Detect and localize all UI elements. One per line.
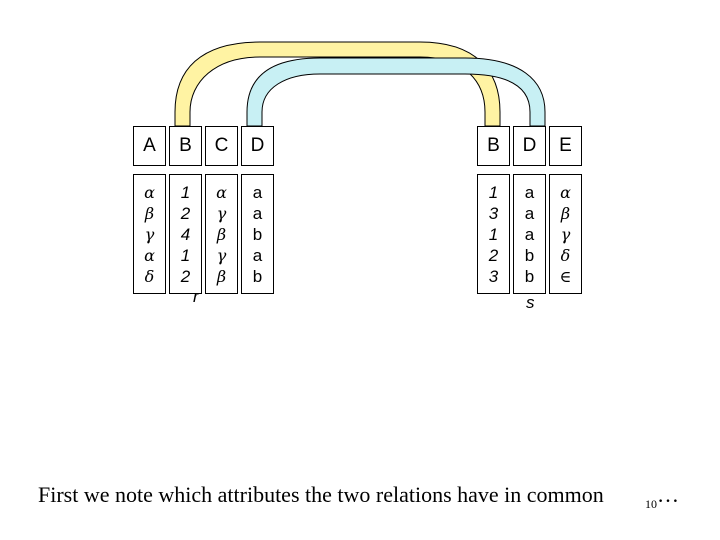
table-cell: a: [524, 182, 535, 202]
table-cell: 1: [180, 245, 191, 265]
relation-s-header-b: B: [477, 126, 510, 166]
caption-ellipsis: …: [657, 482, 679, 507]
table-cell: b: [524, 266, 535, 286]
table-cell: α: [560, 182, 571, 202]
slide-caption: First we note which attributes the two r…: [38, 482, 604, 507]
slide-number: 10: [645, 497, 657, 511]
relation-s-header-d: D: [513, 126, 546, 166]
table-cell: 2: [180, 266, 191, 286]
table-cell: 1: [180, 182, 191, 202]
table-cell: a: [252, 182, 263, 202]
table-cell: 3: [488, 203, 499, 223]
table-cell: β: [216, 266, 227, 286]
table-cell: 1: [488, 224, 499, 244]
table-cell: β: [560, 203, 571, 223]
table-cell: 3: [488, 266, 499, 286]
connector-b: [174, 41, 501, 127]
table-cell: γ: [560, 224, 571, 244]
table-cell: 4: [180, 224, 191, 244]
table-cell: a: [252, 245, 263, 265]
relation-r-header-d: D: [241, 126, 274, 166]
table-cell: α: [144, 182, 155, 202]
table-cell: b: [524, 245, 535, 265]
table-cell: b: [252, 266, 263, 286]
table-cell: b: [252, 224, 263, 244]
table-cell: a: [524, 203, 535, 223]
relation-r-name: r: [193, 287, 199, 306]
table-cell: γ: [144, 224, 155, 244]
table-cell: 2: [180, 203, 191, 223]
table-cell: 1: [488, 182, 499, 202]
table-cell: a: [524, 224, 535, 244]
relation-s-name: s: [526, 293, 535, 312]
table-cell: α: [144, 245, 155, 265]
table-cell: 2: [488, 245, 499, 265]
table-cell: α: [216, 182, 227, 202]
relation-r-header-a: A: [133, 126, 166, 166]
table-cell: β: [144, 203, 155, 223]
table-cell: β: [216, 224, 227, 244]
table-cell: γ: [216, 203, 227, 223]
table-cell: a: [252, 203, 263, 223]
relation-r-header-c: C: [205, 126, 238, 166]
table-cell: ∈: [559, 266, 572, 286]
table-cell: δ: [560, 245, 571, 265]
table-cell: γ: [216, 245, 227, 265]
relation-s-header-e: E: [549, 126, 582, 166]
relation-r-header-b: B: [169, 126, 202, 166]
table-cell: δ: [144, 266, 155, 286]
